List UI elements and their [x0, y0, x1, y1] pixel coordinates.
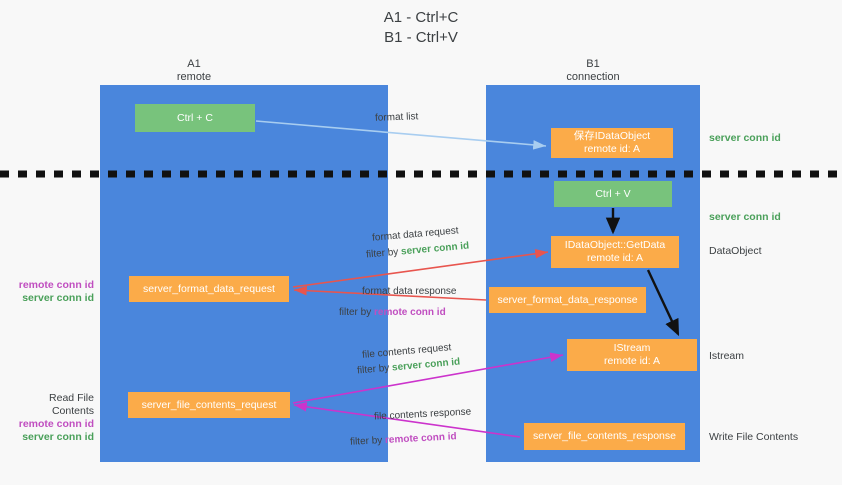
column-header-a1: A1 remote — [144, 58, 244, 84]
arrow-label-file-contents-response: file contents response — [373, 406, 472, 423]
node-ctrl-v[interactable]: Ctrl + V — [554, 181, 672, 207]
right-label-istream: Istream — [709, 350, 745, 362]
node-server-format-data-request-label: server_format_data_request — [143, 282, 275, 295]
node-istream[interactable]: IStream remote id: A — [567, 339, 697, 371]
filter-key-4: remote conn id — [384, 431, 457, 446]
node-ctrl-v-label: Ctrl + V — [595, 187, 631, 200]
arrow-label-format-list: format list — [374, 111, 419, 124]
right-label-server-conn-id-top: server conn id — [709, 132, 781, 144]
right-label-dataobject: DataObject — [709, 245, 762, 257]
node-save-idataobject-line2: remote id: A — [583, 143, 641, 155]
node-idataobject-getdata-line2: remote id: A — [586, 252, 644, 264]
filter-prefix-3: filter by — [356, 362, 393, 377]
left-label-remote-conn-id-1: remote conn id — [18, 279, 94, 291]
left-label-server-conn-id-1: server conn id — [22, 292, 94, 304]
title-line-2: B1 - Ctrl+V — [384, 29, 458, 46]
node-idataobject-getdata-line1: IDataObject::GetData — [564, 239, 666, 251]
node-server-file-contents-response-label: server_file_contents_response — [532, 430, 676, 442]
page-title: A1 - Ctrl+C B1 - Ctrl+V — [0, 8, 842, 48]
column-header-a1-role: remote — [176, 71, 212, 83]
column-header-b1: B1 connection — [542, 58, 644, 84]
left-label-server-conn-id-2: server conn id — [22, 431, 94, 443]
left-label-group-file: Read File Contents remote conn id server… — [6, 392, 94, 444]
node-server-format-data-response-label: server_format_data_response — [497, 293, 638, 306]
title-line-1: A1 - Ctrl+C — [383, 9, 459, 26]
node-istream-line1: IStream — [613, 342, 651, 354]
right-label-write-file-contents: Write File Contents — [709, 431, 799, 443]
node-server-file-contents-response[interactable]: server_file_contents_response — [524, 423, 685, 450]
node-ctrl-c-label: Ctrl + C — [177, 111, 213, 124]
node-ctrl-c[interactable]: Ctrl + C — [135, 104, 255, 132]
node-server-file-contents-request-label: server_file_contents_request — [141, 398, 277, 411]
left-label-read-file-contents: Read File Contents — [49, 392, 94, 417]
filter-key-3: server conn id — [391, 356, 461, 374]
arrow-label-format-data-response: format data response — [362, 286, 457, 297]
node-save-idataobject-line1: 保存IDataObject — [573, 130, 651, 142]
column-header-b1-name: B1 — [586, 58, 600, 70]
node-istream-line2: remote id: A — [603, 355, 661, 367]
filter-prefix-4: filter by — [349, 434, 386, 448]
column-header-b1-role: connection — [566, 71, 620, 83]
column-header-a1-name: A1 — [187, 58, 201, 70]
filter-key-1: server conn id — [400, 240, 470, 258]
node-server-file-contents-request[interactable]: server_file_contents_request — [128, 392, 290, 418]
node-server-format-data-request[interactable]: server_format_data_request — [129, 276, 289, 302]
filter-prefix-1: filter by — [365, 246, 402, 261]
node-server-format-data-response[interactable]: server_format_data_response — [489, 287, 646, 313]
right-label-server-conn-id-mid: server conn id — [709, 211, 781, 223]
filter-prefix-2: filter by — [339, 307, 375, 318]
left-label-remote-conn-id-2: remote conn id — [18, 418, 94, 430]
arrow-label-format-data-response-filter: filter by remote conn id — [339, 306, 446, 319]
node-idataobject-getdata[interactable]: IDataObject::GetData remote id: A — [551, 236, 679, 268]
node-save-idataobject[interactable]: 保存IDataObject remote id: A — [551, 128, 673, 158]
left-label-group-format: remote conn id server conn id — [8, 279, 94, 305]
filter-key-2: remote conn id — [374, 307, 446, 318]
